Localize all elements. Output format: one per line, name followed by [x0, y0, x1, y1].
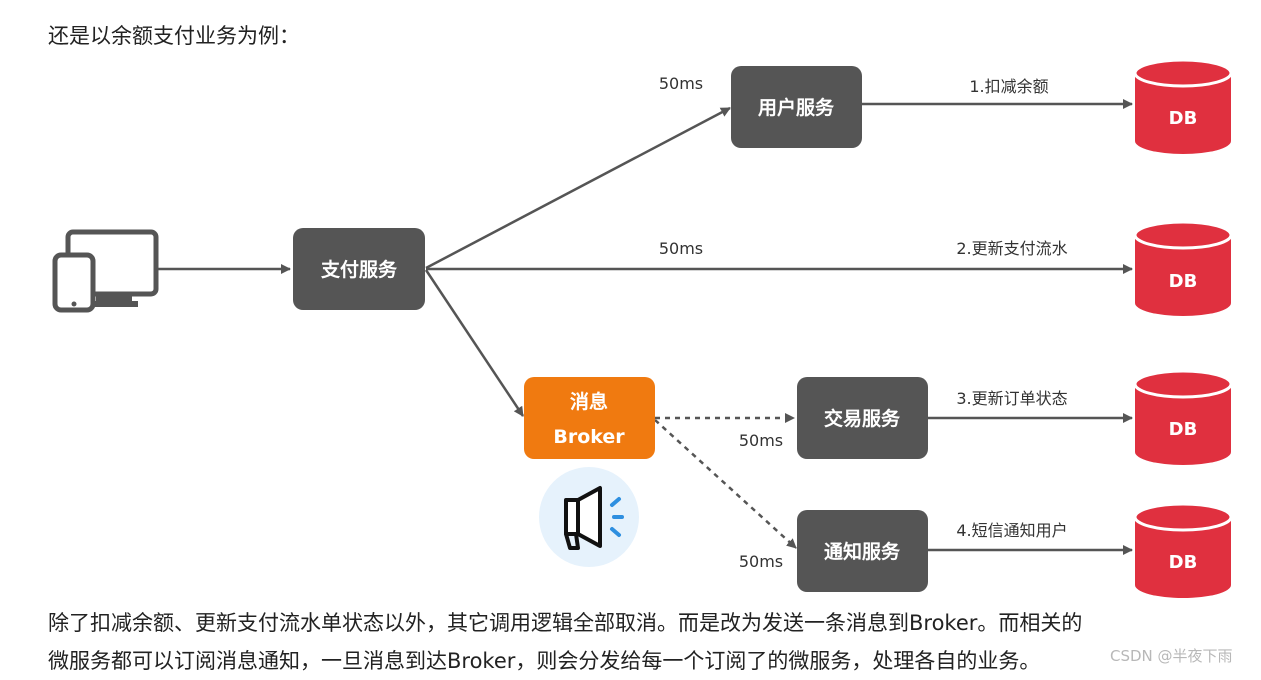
latency-user: 50ms [659, 74, 703, 93]
db-3-label: DB [1169, 419, 1198, 440]
latency-notify: 50ms [739, 552, 783, 571]
db-1: DB [1133, 58, 1233, 154]
db-4-label: DB [1169, 552, 1198, 573]
megaphone-icon [539, 467, 639, 567]
db-4: DB [1133, 502, 1233, 598]
arrows [158, 99, 1133, 555]
latency-flow: 50ms [659, 239, 703, 258]
broker-label-line2: Broker [553, 426, 625, 448]
trade-service-label: 交易服务 [824, 407, 901, 430]
trade-service-box: 交易服务 [797, 377, 928, 459]
pay-service-box: 支付服务 [293, 228, 425, 310]
outro-line-1: 除了扣减余额、更新支付流水单状态以外，其它调用逻辑全部取消。而是改为发送一条消息… [48, 611, 1083, 635]
db-1-label: DB [1169, 108, 1198, 129]
user-service-box: 用户服务 [731, 66, 862, 148]
devices-icon [52, 229, 159, 313]
db-2-label: DB [1169, 271, 1198, 292]
broker-box: 消息 Broker [524, 377, 655, 459]
watermark: CSDN @半夜下雨 [1110, 647, 1233, 665]
edge-label-order: 3.更新订单状态 [956, 389, 1067, 408]
edge-label-sms: 4.短信通知用户 [956, 521, 1067, 540]
edge-label-deduct: 1.扣减余额 [969, 77, 1048, 96]
arrow-broker-notify [654, 419, 797, 549]
broker-label-line1: 消息 [570, 390, 608, 413]
arrow-pay-user [425, 106, 731, 270]
arrow-pay-broker [424, 269, 525, 417]
edge-label-flow: 2.更新支付流水 [956, 239, 1067, 258]
intro-text: 还是以余额支付业务为例： [48, 24, 300, 48]
latency-trade: 50ms [739, 431, 783, 450]
outro-line-2: 微服务都可以订阅消息通知，一旦消息到达Broker，则会分发给每一个订阅了的微服… [48, 649, 1041, 673]
notify-service-label: 通知服务 [824, 540, 901, 563]
notify-service-box: 通知服务 [797, 510, 928, 592]
user-service-label: 用户服务 [758, 96, 835, 119]
db-3: DB [1133, 369, 1233, 465]
outro-text: 除了扣减余额、更新支付流水单状态以外，其它调用逻辑全部取消。而是改为发送一条消息… [48, 604, 1248, 680]
pay-service-label: 支付服务 [320, 258, 398, 281]
db-2: DB [1133, 220, 1233, 316]
